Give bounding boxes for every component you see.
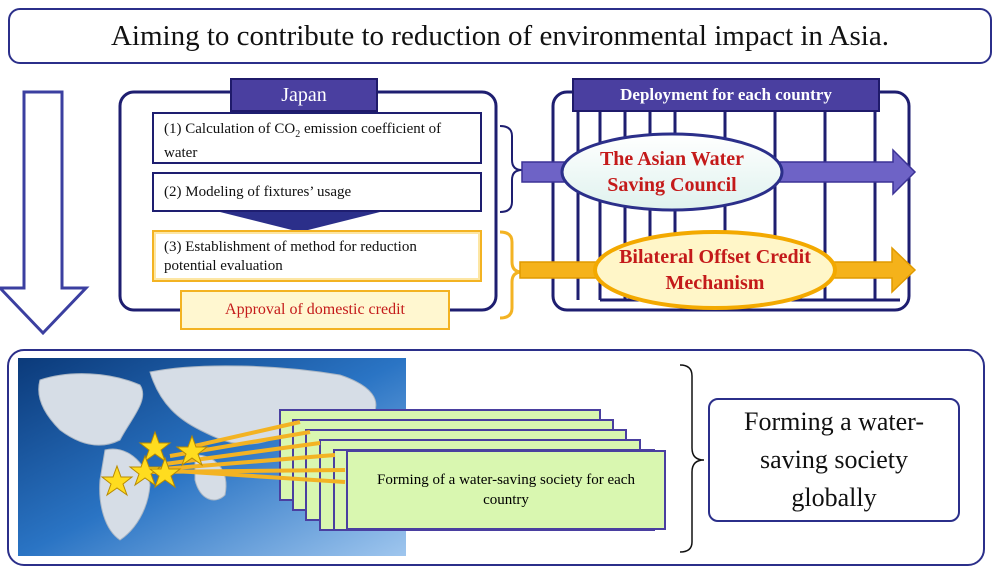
connector-lines [144,420,346,484]
step-3-box: (3) Establishment of method for reductio… [152,230,482,282]
star-icon [128,454,162,487]
global-society-box: Forming a water-saving society globally [708,398,960,522]
main-title: Aiming to contribute to reduction of env… [8,8,992,64]
step-1-suffix: emission coefficient of water [164,121,442,161]
brace-upper [499,125,523,213]
brace-lower [499,230,523,320]
deployment-tab: Deployment for each country [572,78,880,112]
step-1-subscript: 2 [295,129,301,140]
council-label: The Asian Water Saving Council [599,148,745,196]
approval-badge: Approval of domestic credit [180,290,450,330]
down-arrow [0,90,90,336]
step-2-box: (2) Modeling of fixtures’ usage [152,172,482,212]
star-icon [138,430,172,463]
japan-tab: Japan [230,78,378,112]
star-icon [100,464,134,497]
brace-bottom [679,364,705,553]
step-1-box: (1) Calculation of CO2 emission coeffici… [152,112,482,164]
star-markers [100,430,209,497]
step-1-prefix: (1) Calculation of CO [164,121,296,137]
council-oval [560,132,784,212]
star-icon [175,434,209,467]
mechanism-label: Bilateral Offset Credit Mechanism [619,246,811,294]
wedge-arrow [220,212,380,232]
mechanism-oval [593,230,837,310]
star-icon [148,456,182,489]
country-society-card: Forming of a water-saving society for ea… [346,450,666,530]
